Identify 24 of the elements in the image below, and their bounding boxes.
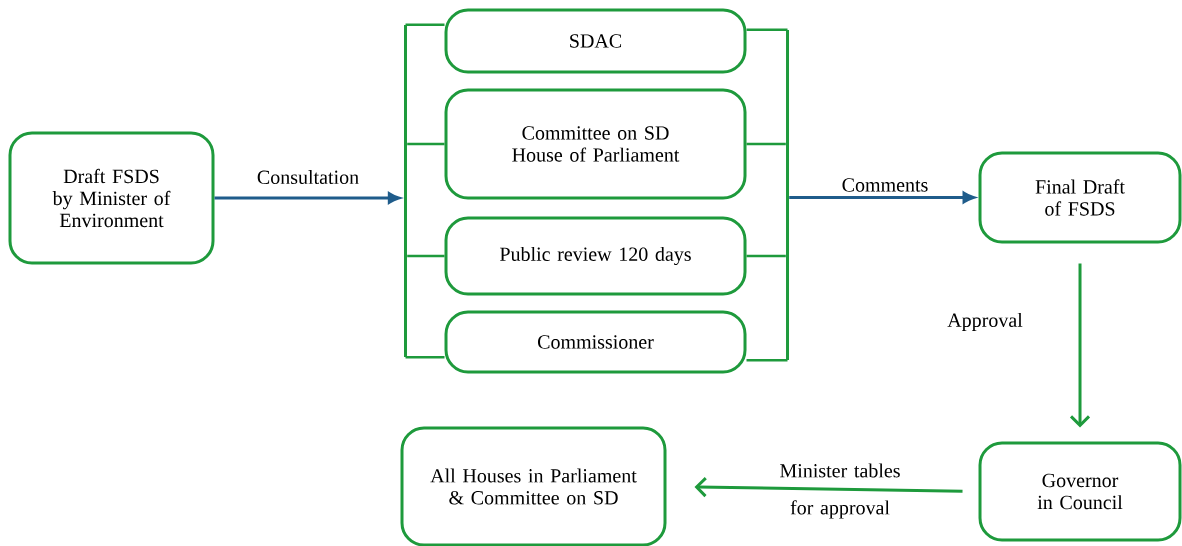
process-box: Commissioner [444, 310, 747, 374]
connector-line [407, 254, 445, 258]
connector-line [405, 355, 445, 359]
edge-label: Comments [842, 178, 928, 192]
connector-line [746, 142, 786, 146]
process-box: All Houses in Parliament & Committee on SD [400, 426, 667, 546]
process-box: Draft FSDS by Minister of Environment [8, 131, 215, 265]
process-box: SDAC [444, 8, 747, 74]
arrow [1069, 263, 1091, 428]
bracket-bar [786, 30, 789, 360]
process-box: Committee on SD House of Parliament [444, 88, 747, 200]
process-box: Final Draft of FSDS [978, 151, 1182, 244]
edge-label: Approval [947, 312, 1023, 332]
process-box: Public review 120 days [444, 216, 747, 296]
edge-label: Consultation [257, 169, 359, 185]
arrow [694, 477, 963, 498]
connector-line [746, 358, 788, 362]
connector-line [405, 23, 445, 27]
process-box: Governor in Council [978, 441, 1182, 542]
connector-line [407, 142, 445, 146]
connector-line [746, 254, 786, 258]
edge-label: Minister tables for approval [780, 463, 900, 519]
connector-line [746, 28, 788, 32]
bracket-bar [404, 25, 407, 357]
